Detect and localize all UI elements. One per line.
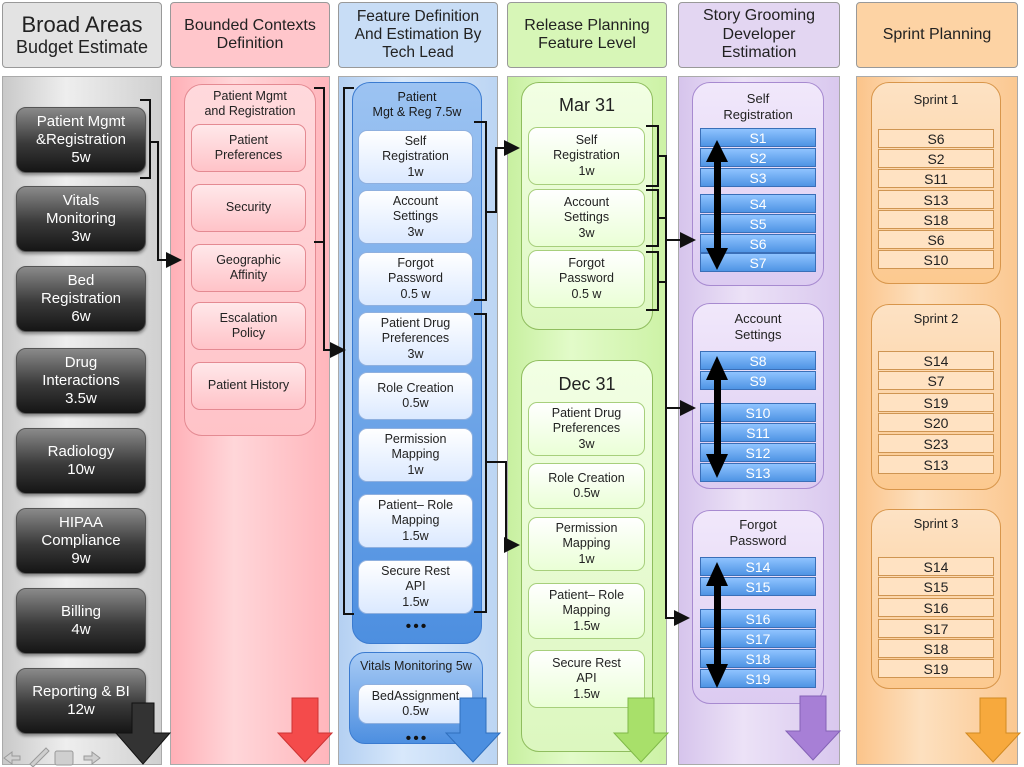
story-card: S10 xyxy=(700,403,816,422)
bounded-context-item: Escalation Policy xyxy=(191,302,306,350)
story-card: S3 xyxy=(700,168,816,187)
feature-item: Self Registration 1w xyxy=(358,130,473,184)
sprint-story: S18 xyxy=(878,639,994,658)
sprint-title: Sprint 2 xyxy=(913,311,959,326)
column-broad-areas xyxy=(2,76,162,765)
header-feature-definition: Feature Definition And Estimation By Tec… xyxy=(338,2,498,68)
broad-area-card: Vitals Monitoring 3w xyxy=(16,186,146,252)
story-card: S1 xyxy=(700,128,816,147)
story-card: S15 xyxy=(700,577,816,596)
sprint-story: S20 xyxy=(878,413,994,432)
broad-area-card: Bed Registration 6w xyxy=(16,266,146,332)
sprint-title: Sprint 1 xyxy=(913,92,959,107)
broad-area-card: Drug Interactions 3.5w xyxy=(16,348,146,414)
header-broad-areas: Broad Areas Budget Estimate xyxy=(2,2,162,68)
sprint-story: S2 xyxy=(878,149,994,168)
story-group-title: Forgot Password xyxy=(729,517,787,548)
story-card: S14 xyxy=(700,557,816,576)
story-card: S5 xyxy=(700,214,816,233)
feature-ellipsis: ••• xyxy=(405,730,429,747)
feature-item: Role Creation 0.5w xyxy=(358,372,473,420)
release-title: Mar 31 xyxy=(558,95,616,115)
story-card: S6 xyxy=(700,234,816,253)
header-story-grooming: Story Grooming Developer Estimation xyxy=(678,2,840,68)
bounded-context-item: Security xyxy=(191,184,306,232)
sprint-story: S15 xyxy=(878,577,994,596)
story-card: S2 xyxy=(700,148,816,167)
broad-area-card: HIPAA Compliance 9w xyxy=(16,508,146,574)
sprint-story: S6 xyxy=(878,129,994,148)
sprint-story: S18 xyxy=(878,210,994,229)
header-broad-title: Broad Areas xyxy=(21,12,143,37)
feature-item: Permission Mapping 1w xyxy=(358,428,473,482)
sprint-story: S13 xyxy=(878,190,994,209)
header-bounded-contexts: Bounded Contexts Definition xyxy=(170,2,330,68)
broad-area-card: Reporting & BI 12w xyxy=(16,668,146,734)
bounded-context-title: Patient Mgmt and Registration xyxy=(204,89,296,118)
story-card: S18 xyxy=(700,649,816,668)
broad-area-card: Radiology 10w xyxy=(16,428,146,494)
bounded-context-item: Patient History xyxy=(191,362,306,410)
story-card: S9 xyxy=(700,371,816,390)
broad-area-card: Patient Mgmt &Registration 5w xyxy=(16,107,146,173)
release-item: Role Creation 0.5w xyxy=(528,463,645,509)
feature-item: Account Settings 3w xyxy=(358,190,473,244)
release-item: Account Settings 3w xyxy=(528,189,645,247)
sprint-story: S17 xyxy=(878,619,994,638)
sprint-story: S13 xyxy=(878,455,994,474)
sprint-story: S14 xyxy=(878,557,994,576)
feature-item: Patient Drug Preferences 3w xyxy=(358,312,473,366)
sprint-story: S16 xyxy=(878,598,994,617)
bounded-context-item: Patient Preferences xyxy=(191,124,306,172)
header-release-planning: Release Planning Feature Level xyxy=(507,2,667,68)
release-item: Permission Mapping 1w xyxy=(528,517,645,571)
sprint-story: S19 xyxy=(878,393,994,412)
story-card: S16 xyxy=(700,609,816,628)
feature-item: Patient– Role Mapping 1.5w xyxy=(358,494,473,548)
sprint-story: S6 xyxy=(878,230,994,249)
header-sprint-planning: Sprint Planning xyxy=(856,2,1018,68)
release-item: Patient Drug Preferences 3w xyxy=(528,402,645,456)
feature-group-title: Patient Mgt & Reg 7.5w xyxy=(372,90,462,119)
release-item: Patient– Role Mapping 1.5w xyxy=(528,583,645,639)
release-item: Secure Rest API 1.5w xyxy=(528,650,645,708)
sprint-story: S7 xyxy=(878,371,994,390)
feature-item: Secure Rest API 1.5w xyxy=(358,560,473,614)
story-card: S7 xyxy=(700,253,816,272)
release-title: Dec 31 xyxy=(558,374,616,394)
sprint-story: S14 xyxy=(878,351,994,370)
sprint-story: S23 xyxy=(878,434,994,453)
bounded-context-item: Geographic Affinity xyxy=(191,244,306,292)
sprint-story: S19 xyxy=(878,659,994,678)
release-item: Self Registration 1w xyxy=(528,127,645,185)
story-card: S13 xyxy=(700,463,816,482)
release-item: Forgot Password 0.5 w xyxy=(528,250,645,308)
feature-ellipsis: ••• xyxy=(405,618,429,635)
story-card: S4 xyxy=(700,194,816,213)
feature-item: BedAssignment 0.5w xyxy=(358,684,473,724)
sprint-title: Sprint 3 xyxy=(913,516,959,531)
broad-area-card: Billing 4w xyxy=(16,588,146,654)
story-card: S17 xyxy=(700,629,816,648)
sprint-story: S10 xyxy=(878,250,994,269)
feature-item: Forgot Password 0.5 w xyxy=(358,252,473,306)
story-group-title: Account Settings xyxy=(734,311,782,342)
story-group-title: Self Registration xyxy=(723,91,793,122)
story-card: S11 xyxy=(700,423,816,442)
story-card: S12 xyxy=(700,443,816,462)
header-broad-subtitle: Budget Estimate xyxy=(15,37,149,58)
sprint-story: S11 xyxy=(878,169,994,188)
feature-group2-title: Vitals Monitoring 5w xyxy=(360,659,472,673)
story-card: S19 xyxy=(700,669,816,688)
story-card: S8 xyxy=(700,351,816,370)
